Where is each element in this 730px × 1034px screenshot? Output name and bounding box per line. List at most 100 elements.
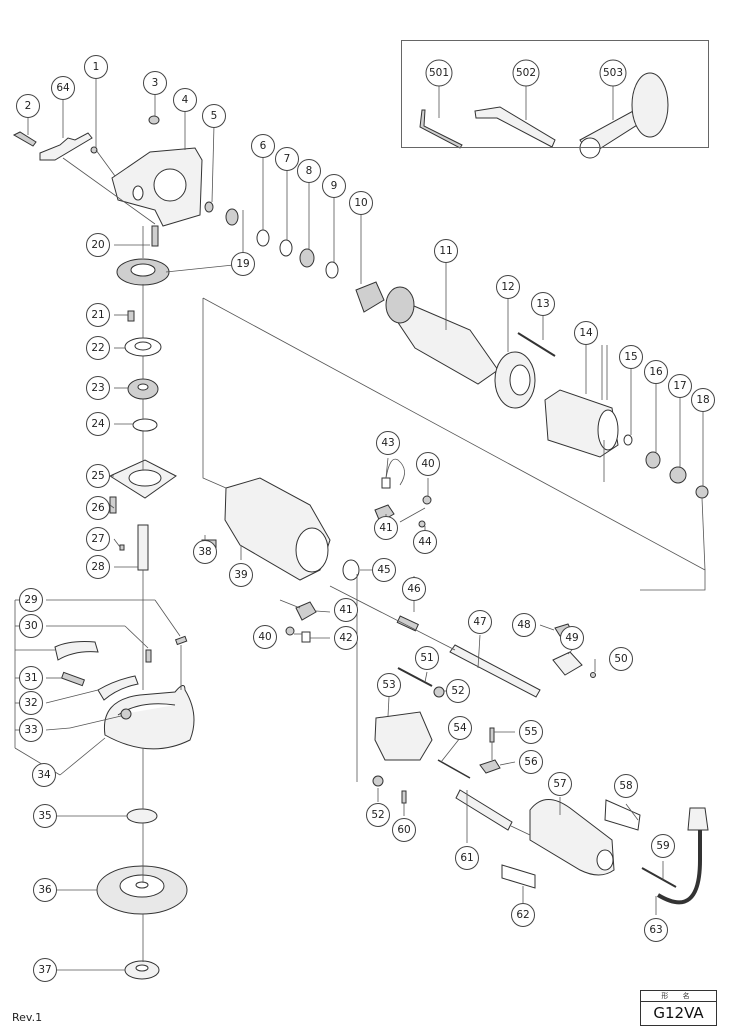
part-callout-10: 10 xyxy=(349,191,373,215)
callout-circle xyxy=(19,718,43,742)
callout-number: 55 xyxy=(524,726,537,738)
callout-number: 31 xyxy=(24,672,37,684)
part-callout-4: 4 xyxy=(173,88,197,112)
callout-number: 49 xyxy=(565,632,578,644)
part-callout-23: 23 xyxy=(86,376,110,400)
callout-number: 41 xyxy=(379,522,392,534)
callout-number: 12 xyxy=(501,281,514,293)
callout-number: 57 xyxy=(553,778,566,790)
callout-circle xyxy=(434,239,458,263)
part-callout-37: 37 xyxy=(33,958,57,982)
callout-number: 18 xyxy=(696,394,709,406)
part-callout-40: 40 xyxy=(416,452,440,476)
callout-number: 38 xyxy=(198,546,211,558)
part-callout-21: 21 xyxy=(86,303,110,327)
callout-number: 61 xyxy=(460,852,473,864)
callout-circle xyxy=(548,772,572,796)
callout-number: 35 xyxy=(38,810,51,822)
callout-circle xyxy=(202,104,226,128)
callout-circle xyxy=(33,804,57,828)
callout-circle xyxy=(86,527,110,551)
revision-label: Rev.1 xyxy=(12,1011,43,1024)
callout-circle xyxy=(560,626,584,650)
callout-circle xyxy=(231,252,255,276)
callout-circle xyxy=(668,374,692,398)
callout-circle xyxy=(519,720,543,744)
part-callout-62: 62 xyxy=(511,903,535,927)
part-callout-63: 63 xyxy=(644,918,668,942)
callout-circle xyxy=(251,134,275,158)
callout-circle xyxy=(599,59,627,87)
part-callout-6: 6 xyxy=(251,134,275,158)
part-callout-29: 29 xyxy=(19,588,43,612)
part-callout-41: 41 xyxy=(374,516,398,540)
callout-number: 25 xyxy=(91,470,104,482)
callout-circle xyxy=(193,540,217,564)
power-cord xyxy=(656,830,702,905)
leader-lines xyxy=(14,76,706,971)
callout-circle xyxy=(334,626,358,650)
part-callout-35: 35 xyxy=(33,804,57,828)
part-callout-12: 12 xyxy=(496,275,520,299)
part-callout-2: 2 xyxy=(16,94,40,118)
part-callout-30: 30 xyxy=(19,614,43,638)
callout-circle xyxy=(51,76,75,100)
part-callout-38: 38 xyxy=(193,540,217,564)
part-callout-31: 31 xyxy=(19,666,43,690)
callout-number: 40 xyxy=(421,458,434,470)
controller xyxy=(374,711,433,761)
callout-number: 26 xyxy=(91,502,105,514)
callout-number: 17 xyxy=(673,380,686,392)
callout-circle xyxy=(574,321,598,345)
callout-circle xyxy=(511,903,535,927)
part-callout-40: 40 xyxy=(253,625,277,649)
part-callout-5: 5 xyxy=(202,104,226,128)
callout-number: 62 xyxy=(516,909,529,921)
part-callout-52: 52 xyxy=(366,803,390,827)
callout-circle xyxy=(468,610,492,634)
part-callout-22: 22 xyxy=(86,336,110,360)
callout-circle xyxy=(691,388,715,412)
callout-number: 13 xyxy=(536,298,549,310)
part-callout-34: 34 xyxy=(32,763,56,787)
part-callout-19: 19 xyxy=(231,252,255,276)
part-callout-59: 59 xyxy=(651,834,675,858)
tail-cover xyxy=(529,799,615,876)
part-callout-39: 39 xyxy=(229,563,253,587)
wheel-guard xyxy=(103,685,195,750)
part-callout-55: 55 xyxy=(519,720,543,744)
callout-circle xyxy=(377,673,401,697)
callout-number: 54 xyxy=(453,722,467,734)
callout-number: 33 xyxy=(24,724,37,736)
callout-number: 20 xyxy=(91,239,104,251)
callout-number: 10 xyxy=(354,197,367,209)
callout-number: 59 xyxy=(656,840,669,852)
callout-circle xyxy=(33,878,57,902)
callout-circle xyxy=(455,846,479,870)
callout-circle xyxy=(644,918,668,942)
callouts: 1234567891011121314151617181920212223242… xyxy=(16,55,715,982)
callout-number: 9 xyxy=(331,180,338,192)
part-callout-9: 9 xyxy=(322,174,346,198)
callout-number: 16 xyxy=(649,366,663,378)
callout-number: 30 xyxy=(24,620,37,632)
callout-circle xyxy=(86,303,110,327)
callout-number: 44 xyxy=(418,536,432,548)
callout-circle xyxy=(297,159,321,183)
callout-circle xyxy=(416,452,440,476)
callout-circle xyxy=(349,191,373,215)
part-callout-20: 20 xyxy=(86,233,110,257)
callout-circle xyxy=(512,59,540,87)
callout-number: 27 xyxy=(91,533,104,545)
callout-circle xyxy=(376,431,400,455)
callout-number: 43 xyxy=(381,437,394,449)
callout-circle xyxy=(86,464,110,488)
callout-number: 40 xyxy=(258,631,271,643)
callout-number: 24 xyxy=(91,418,105,430)
callout-number: 2 xyxy=(25,100,32,112)
callout-circle xyxy=(86,412,110,436)
hex-wrench-artwork xyxy=(419,109,463,149)
part-callout-7: 7 xyxy=(275,147,299,171)
callout-circle xyxy=(16,94,40,118)
part-callout-43: 43 xyxy=(376,431,400,455)
